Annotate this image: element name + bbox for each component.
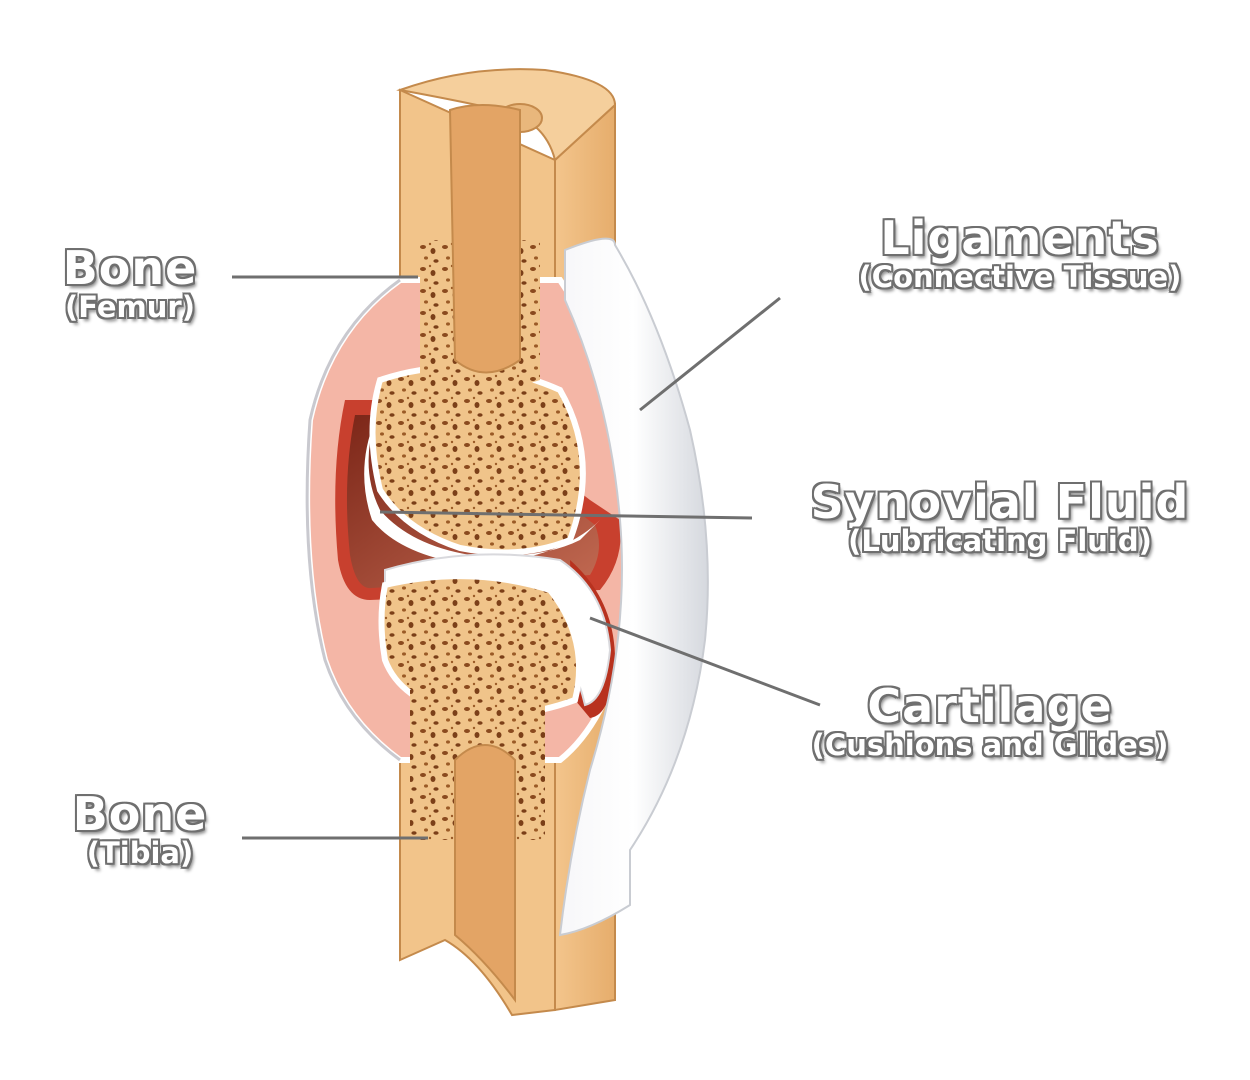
- label-bone-femur: Bone (Femur): [30, 244, 230, 323]
- label-bone-tibia: Bone (Tibia): [40, 790, 240, 869]
- label-ligaments: Ligaments (Connective Tissue): [790, 214, 1250, 293]
- label-title: Cartilage: [867, 679, 1113, 733]
- label-title: Synovial Fluid: [810, 475, 1190, 529]
- label-subtitle: (Lubricating Fluid): [848, 524, 1152, 559]
- leader-cartilage: [589, 616, 821, 707]
- label-subtitle: (Connective Tissue): [858, 260, 1182, 295]
- tibia-medullary-canal: [454, 744, 516, 1003]
- leader-synovial: [379, 510, 753, 520]
- femur-medullary-canal: [448, 104, 521, 374]
- femur-cut-ring: [396, 68, 617, 162]
- label-subtitle: (Cushions and Glides): [811, 728, 1169, 763]
- label-subtitle: (Tibia): [86, 836, 194, 871]
- label-title: Bone: [72, 787, 208, 841]
- label-cartilage: Cartilage (Cushions and Glides): [740, 682, 1240, 761]
- label-synovial-fluid: Synovial Fluid (Lubricating Fluid): [780, 478, 1220, 557]
- leader-ligaments: [639, 296, 781, 412]
- label-title: Bone: [62, 241, 198, 295]
- tibia-condyle: [378, 573, 583, 719]
- label-title: Ligaments: [880, 211, 1160, 265]
- joint-capsule-outline: [305, 278, 401, 762]
- label-subtitle: (Femur): [65, 290, 195, 325]
- ligament-band: [558, 237, 709, 937]
